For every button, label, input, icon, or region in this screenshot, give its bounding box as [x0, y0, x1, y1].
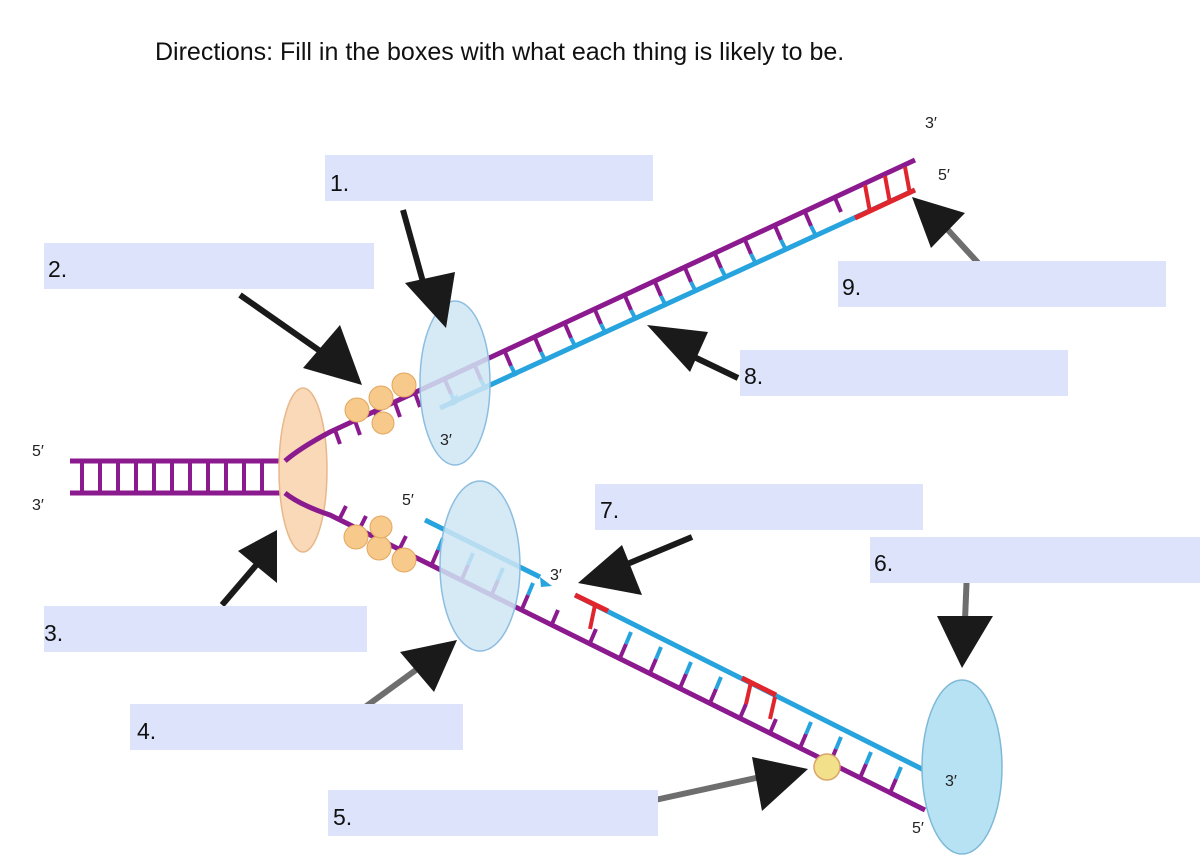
parental-duplex: [70, 458, 285, 496]
box-number-2: 2.: [48, 256, 68, 282]
upper-right-bottom-end-label: 5′: [938, 167, 950, 184]
directions-text: Directions: Fill in the boxes with what …: [155, 38, 845, 66]
box-number-6: 6.: [874, 550, 894, 576]
lower-polymerase-shape: [439, 480, 521, 652]
ligase-shape: [813, 753, 841, 781]
upper-polymerase-shape: [419, 300, 491, 466]
answer-box-9[interactable]: [838, 261, 1166, 307]
box-number-9: 9.: [842, 274, 862, 300]
answer-box-4[interactable]: [130, 704, 463, 750]
left-bottom-end-label: 3′: [32, 497, 44, 514]
answer-box-7[interactable]: [595, 484, 923, 530]
right-polymerase-shape: [921, 679, 1003, 855]
answer-box-6[interactable]: [870, 537, 1200, 583]
lower-right-top-end-label: 3′: [945, 773, 957, 790]
lower-parental-strand: [283, 491, 942, 813]
box-number-5: 5.: [333, 804, 353, 830]
box-number-7: 7.: [600, 497, 620, 523]
helicase-shape: [278, 387, 328, 553]
answer-box-3[interactable]: [44, 606, 367, 652]
lagging-fragment-end-label: 3′: [550, 567, 562, 584]
box-number-1: 1.: [330, 170, 350, 196]
box-number-4: 4.: [137, 718, 157, 744]
leading-primer-end-label: 3′: [440, 432, 452, 449]
lagging-fragment-start-label: 5′: [402, 492, 414, 509]
answer-box-5[interactable]: [328, 790, 658, 836]
answer-box-8[interactable]: [740, 350, 1068, 396]
left-top-end-label: 5′: [32, 443, 44, 460]
lower-right-bottom-end-label: 5′: [912, 820, 924, 837]
upper-right-top-end-label: 3′: [925, 115, 937, 132]
ssb-proteins: [343, 372, 417, 573]
answer-box-2[interactable]: [44, 243, 374, 289]
answer-box-1[interactable]: [325, 155, 653, 201]
box-number-3: 3.: [44, 620, 64, 646]
box-number-8: 8.: [744, 363, 764, 389]
